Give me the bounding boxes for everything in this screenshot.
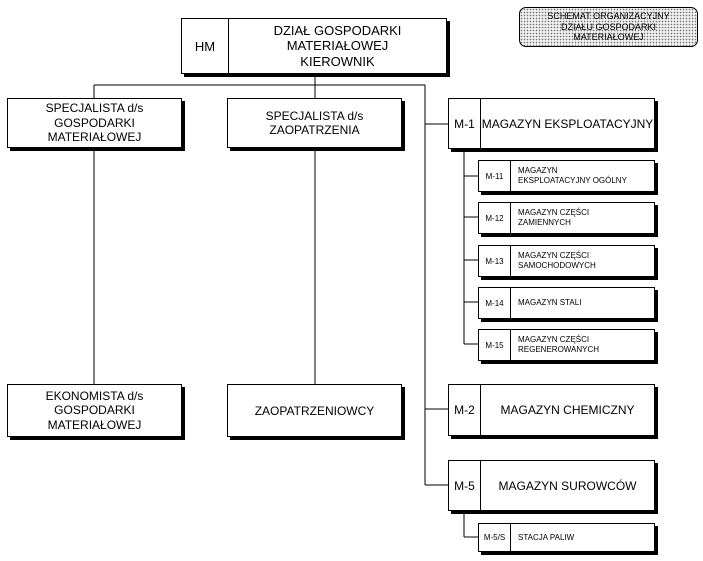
head-code-text: HM (194, 38, 216, 54)
m13-box: M-13 MAGAZYN CZĘŚCI SAMOCHODOWYCH (478, 245, 655, 277)
m14-box: M-14 MAGAZYN STALI (478, 287, 655, 319)
m5-code: M-5 (449, 461, 481, 510)
specialist-supply-box: SPECJALISTA d/s ZAOPATRZENIA (227, 98, 402, 148)
m12-name: MAGAZYN CZĘŚCI ZAMIENNYCH (511, 203, 654, 233)
m2-code: M-2 (449, 385, 481, 435)
m13-name: MAGAZYN CZĘŚCI SAMOCHODOWYCH (511, 246, 654, 276)
m1-name: MAGAZYN EKSPLOATACYJNY (481, 99, 654, 148)
m13-name-text: MAGAZYN CZĘŚCI SAMOCHODOWYCH (518, 251, 596, 270)
m11-name: MAGAZYN EKSPLOATACYJNY OGÓLNY (511, 161, 654, 191)
m14-name: MAGAZYN STALI (511, 288, 654, 318)
m14-code: M-14 (479, 288, 511, 318)
m15-box: M-15 MAGAZYN CZĘŚCI REGENEROWANYCH (478, 329, 655, 361)
m5s-code-text: M-5/S (483, 533, 506, 542)
m5-box: M-5 MAGAZYN SUROWCÓW (448, 460, 655, 511)
m14-code-text: M-14 (485, 298, 504, 308)
m15-name-text: MAGAZYN CZĘŚCI REGENEROWANYCH (518, 335, 600, 354)
m13-code: M-13 (479, 246, 511, 276)
m1-name-text: MAGAZYN EKSPLOATACYJNY (481, 116, 654, 131)
m11-name-text: MAGAZYN EKSPLOATACYJNY OGÓLNY (518, 166, 627, 185)
m15-code: M-15 (479, 330, 511, 360)
m5s-name-text: STACJA PALIW (518, 533, 575, 542)
m11-code: M-11 (479, 161, 511, 191)
m1-code: M-1 (449, 99, 481, 148)
m5-name: MAGAZYN SUROWCÓW (481, 461, 654, 510)
m12-box: M-12 MAGAZYN CZĘŚCI ZAMIENNYCH (478, 202, 655, 234)
m12-name-text: MAGAZYN CZĘŚCI ZAMIENNYCH (518, 208, 590, 227)
m15-name: MAGAZYN CZĘŚCI REGENEROWANYCH (511, 330, 654, 360)
head-title: DZIAŁ GOSPODARKI MATERIAŁOWEJ KIEROWNIK (229, 19, 446, 73)
m1-code-text: M-1 (454, 116, 475, 131)
m14-name-text: MAGAZYN STALI (518, 298, 582, 308)
head-box: HM DZIAŁ GOSPODARKI MATERIAŁOWEJ KIEROWN… (181, 18, 447, 74)
m15-code-text: M-15 (485, 340, 504, 350)
m2-box: M-2 MAGAZYN CHEMICZNY (448, 384, 655, 436)
m2-name: MAGAZYN CHEMICZNY (481, 385, 654, 435)
chart-title-text: SCHEMAT ORGANIZACYJNY DZIAŁU GOSPODARKI … (547, 10, 670, 43)
economist-box: EKONOMISTA d/s GOSPODARKI MATERIAŁOWEJ (7, 384, 182, 437)
m5s-code: M-5/S (479, 524, 511, 551)
m2-name-text: MAGAZYN CHEMICZNY (500, 403, 635, 417)
m12-code: M-12 (479, 203, 511, 233)
economist-text: EKONOMISTA d/s GOSPODARKI MATERIAŁOWEJ (45, 388, 144, 432)
head-title-text: DZIAŁ GOSPODARKI MATERIAŁOWEJ KIEROWNIK (273, 22, 402, 69)
m2-code-text: M-2 (454, 403, 475, 417)
m12-code-text: M-12 (485, 213, 504, 223)
chart-title-note: SCHEMAT ORGANIZACYJNY DZIAŁU GOSPODARKI … (519, 7, 698, 47)
specialist-gm-text: SPECJALISTA d/s GOSPODARKI MATERIAŁOWEJ (45, 101, 144, 145)
specialist-gm-box: SPECJALISTA d/s GOSPODARKI MATERIAŁOWEJ (7, 98, 182, 148)
buyers-box: ZAOPATRZENIOWCY (227, 384, 402, 437)
buyers-text: ZAOPATRZENIOWCY (254, 403, 375, 418)
m13-code-text: M-13 (485, 256, 504, 266)
m5s-name: STACJA PALIW (511, 524, 654, 551)
m11-code-text: M-11 (485, 171, 504, 181)
m11-box: M-11 MAGAZYN EKSPLOATACYJNY OGÓLNY (478, 160, 655, 192)
m1-box: M-1 MAGAZYN EKSPLOATACYJNY (448, 98, 655, 149)
head-code: HM (182, 19, 229, 73)
m5-name-text: MAGAZYN SUROWCÓW (498, 478, 637, 493)
m5s-box: M-5/S STACJA PALIW (478, 523, 655, 552)
m5-code-text: M-5 (454, 478, 475, 493)
specialist-supply-text: SPECJALISTA d/s ZAOPATRZENIA (265, 108, 364, 137)
